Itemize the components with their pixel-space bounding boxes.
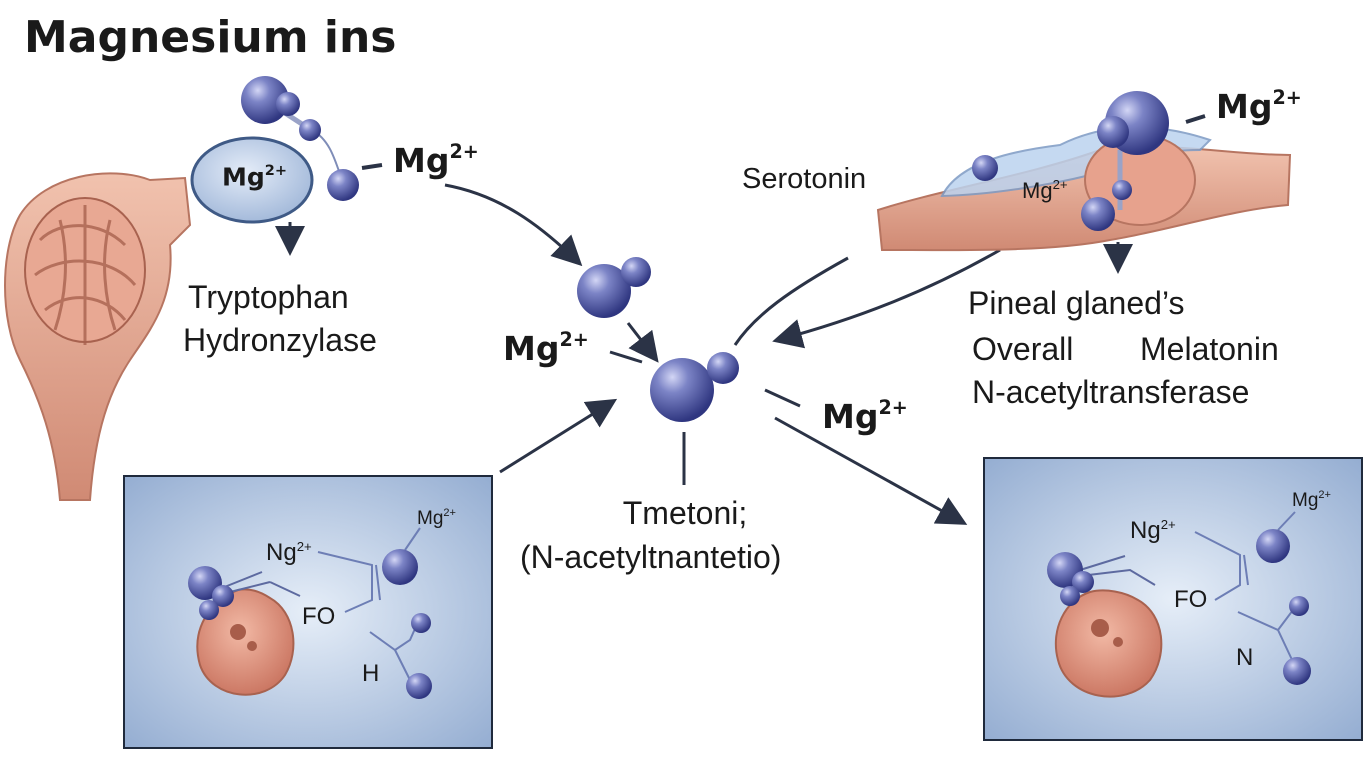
right-panel-n-label: N (1236, 644, 1254, 671)
mg-label-top-left: Mg2+ (393, 140, 479, 180)
left-panel (123, 475, 493, 749)
pineal-gland-illustration (876, 91, 1292, 274)
mg-label-top-right: Mg2+ (1216, 86, 1302, 126)
diagram-title: Magnesium ins (24, 12, 397, 63)
left-panel-fo-label: FO (302, 603, 336, 630)
center-label-2: (N-acetyltnantetio) (520, 539, 782, 575)
serotonin-label: Serotonin (742, 163, 867, 195)
right-panel (983, 457, 1363, 741)
capsule-mg-label: Mg2+ (222, 162, 288, 192)
center-molecules (444, 183, 1001, 525)
mg-label-mid-left: Mg2+ (503, 328, 589, 368)
left-organ-illustration (4, 172, 192, 501)
pineal-label-3: N-acetyltransferase (972, 374, 1250, 410)
left-panel-mg-label: Mg2+ (417, 507, 456, 529)
right-panel-mg-label: Mg2+ (1292, 489, 1331, 511)
pineal-label-2b: Melatonin (1140, 331, 1279, 367)
pineal-label-2a: Overall (972, 331, 1074, 367)
left-panel-ng-label: Ng2+ (266, 539, 312, 567)
mg-capsule-cluster (190, 76, 383, 256)
right-panel-fo-label: FO (1174, 586, 1208, 613)
center-label-1: Tmetoni; (622, 495, 748, 531)
tryptophan-label-2: Hydronzylase (183, 322, 377, 358)
mg-label-center-right: Mg2+ (822, 396, 908, 436)
tryptophan-label-1: Tryptophan (188, 279, 349, 315)
pineal-label-1: Pineal glaned’s (968, 285, 1185, 321)
left-panel-h-label: H (362, 660, 380, 687)
right-panel-ng-label: Ng2+ (1130, 517, 1176, 545)
pineal-mg-label: Mg2+ (1022, 177, 1068, 204)
